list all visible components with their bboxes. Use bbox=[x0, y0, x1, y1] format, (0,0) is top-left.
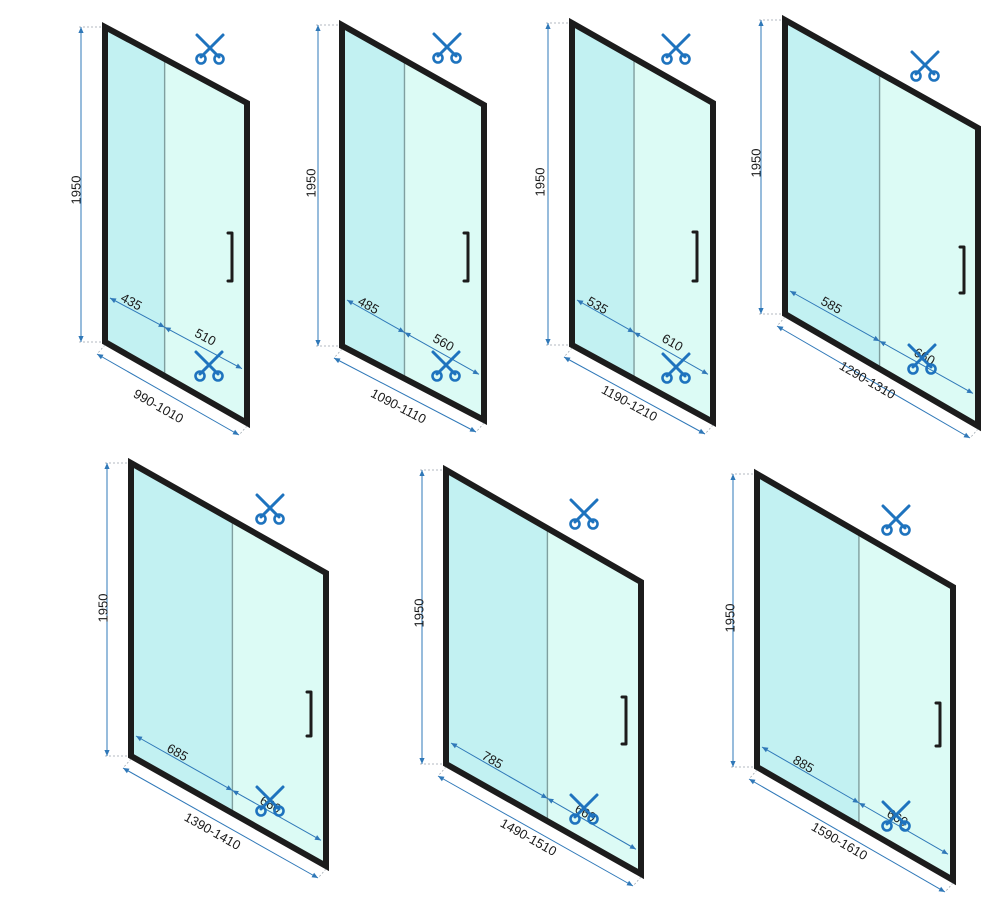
door-frame bbox=[569, 17, 716, 428]
right-panel-dimension-line bbox=[404, 331, 480, 375]
handle-icon bbox=[462, 231, 470, 283]
scissors-icon bbox=[195, 33, 225, 65]
width-dimension-line bbox=[776, 325, 971, 439]
width-dimension-line bbox=[122, 767, 319, 879]
handle-icon bbox=[620, 695, 628, 746]
height-label: 1950 bbox=[748, 149, 763, 178]
fixed-glass-panel bbox=[131, 463, 233, 814]
door-frame bbox=[339, 19, 487, 425]
height-label: 1950 bbox=[95, 594, 110, 623]
fixed-glass-panel bbox=[105, 27, 165, 376]
scissors-icon bbox=[910, 50, 940, 82]
door-frame bbox=[128, 457, 329, 872]
door-frame bbox=[782, 14, 981, 432]
handle-icon bbox=[934, 701, 942, 748]
width-dimension-line bbox=[96, 353, 240, 436]
left-panel-dimension-line bbox=[761, 746, 860, 804]
left-panel-dimension-line bbox=[576, 299, 635, 333]
width-dimension-line bbox=[563, 356, 706, 435]
fixed-glass-panel bbox=[572, 23, 634, 379]
height-label: 1950 bbox=[303, 169, 318, 198]
door-frame bbox=[754, 468, 956, 886]
left-panel-dimension-line bbox=[450, 742, 548, 799]
fixed-glass-panel bbox=[342, 25, 405, 379]
handle-icon bbox=[226, 231, 234, 283]
scissors-icon bbox=[432, 32, 462, 64]
width-dimension-line bbox=[333, 357, 477, 433]
width-label: 990-1010 bbox=[131, 386, 186, 426]
sliding-glass-panel bbox=[879, 72, 978, 427]
right-panel-dimension-line bbox=[164, 326, 243, 370]
left-panel-dimension-line bbox=[346, 299, 405, 333]
left-panel-dimension-line bbox=[135, 735, 233, 791]
diagram-layer: 1950990-101043551019501090-1110485560195… bbox=[68, 14, 981, 893]
fixed-glass-panel bbox=[785, 20, 880, 369]
fixed-glass-panel bbox=[757, 474, 859, 826]
scissors-icon bbox=[569, 498, 599, 530]
scissors-icon bbox=[255, 493, 285, 525]
sliding-glass-panel bbox=[547, 528, 641, 874]
handle-icon bbox=[305, 690, 313, 738]
handle-icon bbox=[691, 230, 699, 283]
sliding-glass-panel bbox=[232, 520, 326, 866]
right-panel-dimension-line bbox=[858, 802, 949, 855]
sliding-glass-panel bbox=[634, 58, 713, 422]
fixed-glass-panel bbox=[446, 470, 548, 822]
sliding-glass-panel bbox=[404, 60, 484, 420]
width-dimension-line bbox=[748, 778, 946, 893]
left-panel-dimension-line bbox=[109, 297, 165, 328]
sliding-glass-panel bbox=[164, 58, 247, 424]
right-panel-dimension-line bbox=[633, 331, 709, 375]
left-panel-dimension-line bbox=[789, 290, 880, 342]
handle-icon bbox=[958, 245, 966, 295]
height-label: 1950 bbox=[722, 604, 737, 633]
door-frame bbox=[443, 464, 644, 880]
height-label: 1950 bbox=[68, 176, 83, 205]
scissors-icon bbox=[881, 504, 911, 536]
scissors-icon bbox=[661, 33, 691, 65]
door-frame bbox=[102, 21, 250, 429]
sliding-glass-panel bbox=[858, 532, 953, 880]
height-label: 1950 bbox=[411, 599, 426, 628]
height-label: 1950 bbox=[532, 168, 547, 197]
width-dimension-line bbox=[437, 775, 634, 887]
